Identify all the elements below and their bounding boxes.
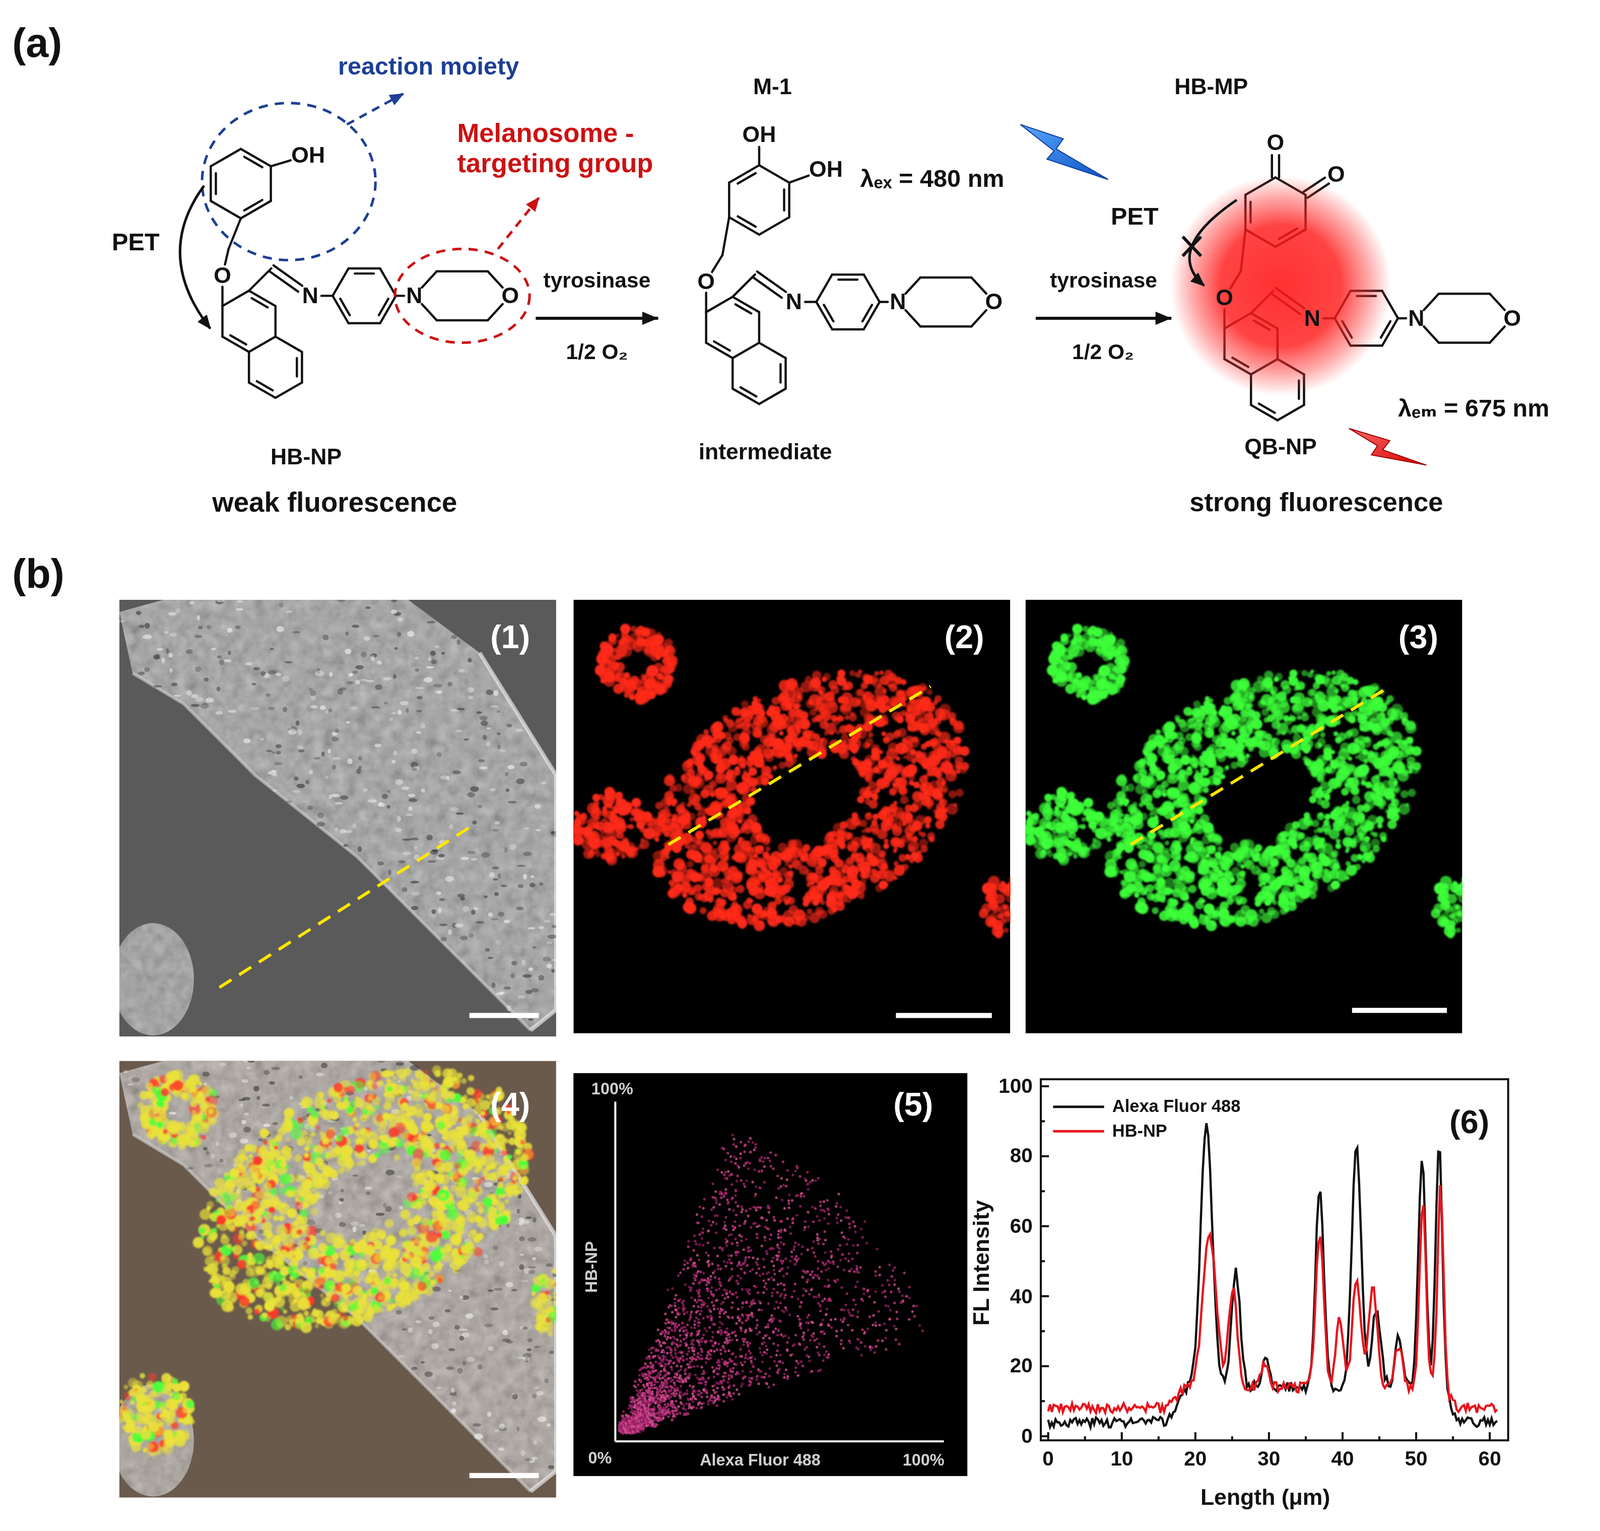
- figure-stage: HB-NPweak fluorescenceM-1intermediateHB-…: [0, 0, 1600, 1531]
